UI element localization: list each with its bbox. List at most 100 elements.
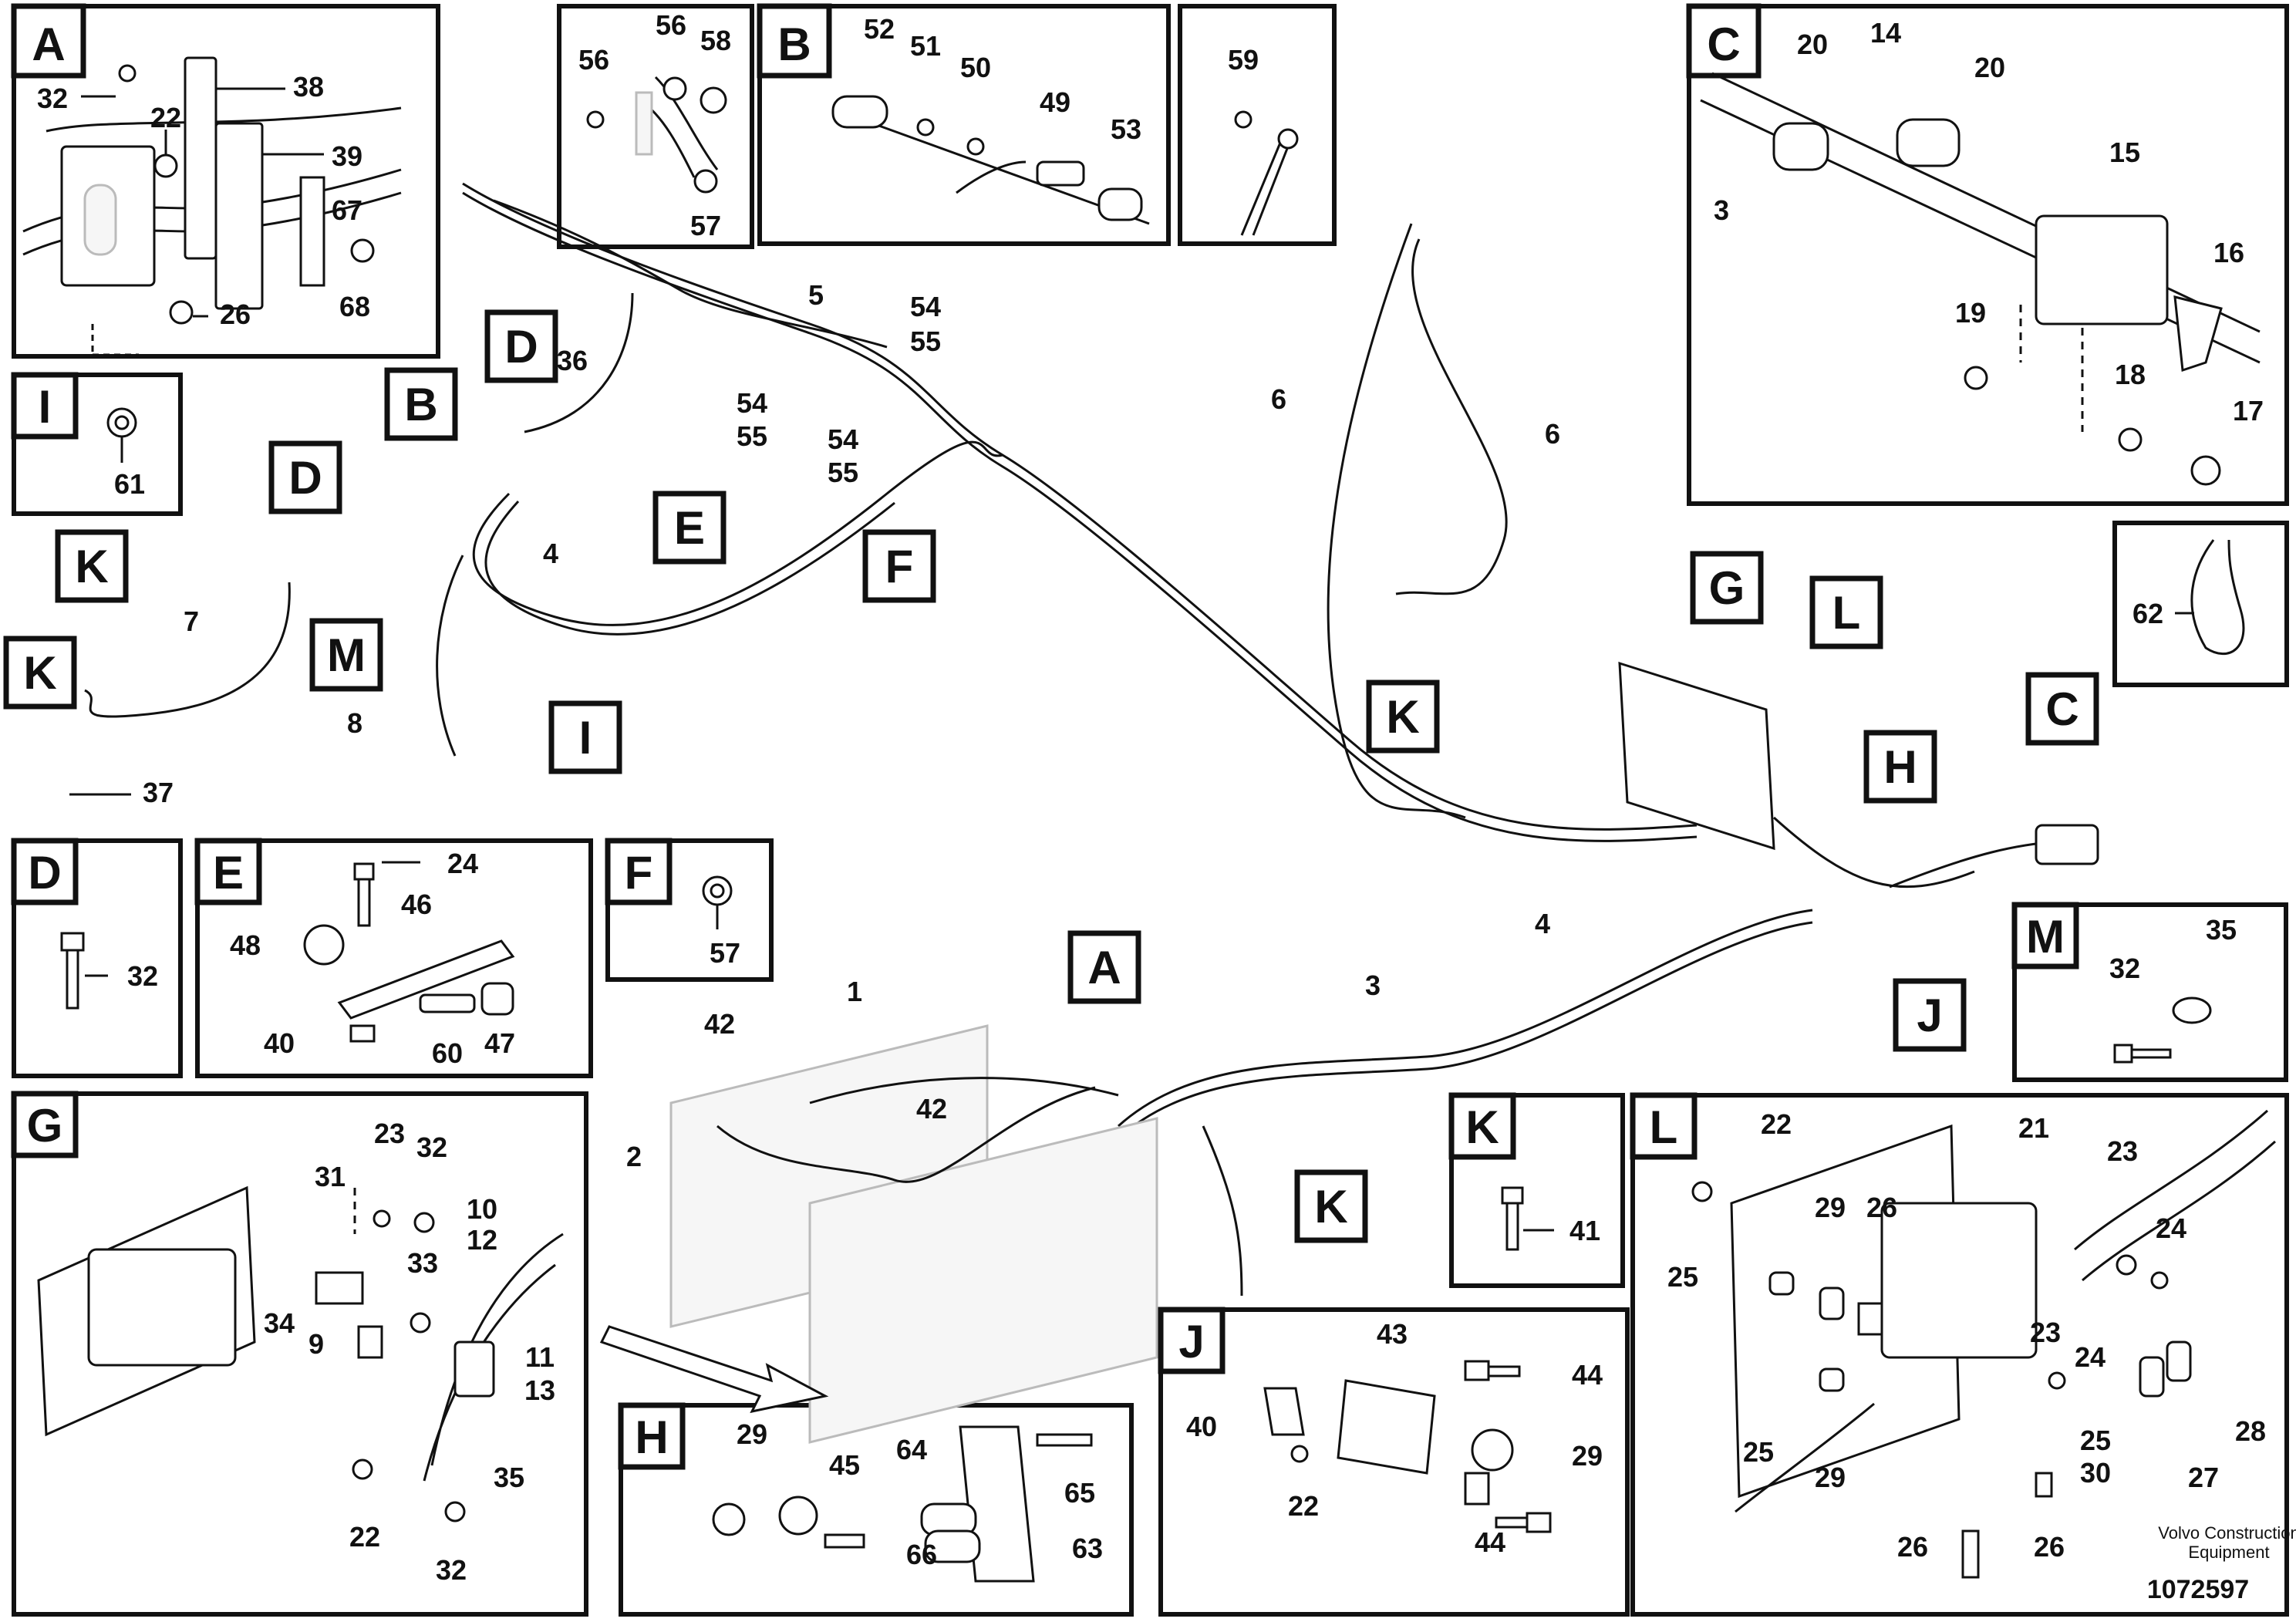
detail-panel-b: B 52 51 50 49 53 [757, 3, 1171, 246]
callout-a: A [1087, 942, 1121, 993]
detail-panel-top3: 59 [1178, 4, 1337, 246]
part-label: 60 [432, 1037, 463, 1069]
part-label: 21 [2018, 1112, 2049, 1144]
detail-panel-g: G 23 32 31 10 12 33 34 9 11 13 35 22 32 [11, 1091, 588, 1617]
part-label: 20 [1797, 29, 1828, 60]
detail-l-letter: L [1650, 1101, 1678, 1153]
part-label: 44 [1475, 1526, 1505, 1558]
part-label: 56 [656, 9, 686, 41]
part-label: 32 [127, 960, 158, 992]
part-label: 54 [828, 423, 858, 455]
detail-a-letter: A [32, 19, 65, 70]
detail-panel-f: F 57 [605, 838, 774, 982]
part-label: 13 [524, 1374, 555, 1406]
part-label: 24 [2156, 1212, 2186, 1244]
part-label: 62 [2132, 598, 2163, 629]
detail-d-letter: D [28, 847, 61, 899]
part-label: 41 [1569, 1215, 1600, 1246]
part-label: 49 [1040, 86, 1070, 118]
part-label: 55 [828, 457, 858, 488]
part-label: 42 [704, 1008, 735, 1040]
part-label: 34 [264, 1307, 295, 1339]
part-label: 57 [710, 937, 740, 969]
detail-panel-62: 62 [2112, 521, 2289, 687]
detail-k-letter: K [1465, 1101, 1499, 1153]
detail-panel-a: A 32 22 38 39 67 68 26 [11, 3, 440, 359]
detail-panel-k: K 41 [1448, 1092, 1625, 1288]
part-label: 51 [910, 30, 941, 62]
detail-j-letter: J [1178, 1316, 1204, 1367]
callout-m: M [327, 629, 366, 681]
part-label: 63 [1072, 1533, 1103, 1564]
part-label: 67 [332, 194, 362, 226]
part-label: 15 [2109, 137, 2140, 168]
part-label: 22 [1761, 1108, 1792, 1140]
part-label: 55 [910, 325, 941, 357]
part-label: 26 [220, 298, 251, 330]
part-label: 57 [690, 210, 721, 241]
callout-c: C [2045, 683, 2079, 735]
detail-e-letter: E [213, 847, 244, 899]
part-label: 7 [184, 605, 199, 637]
part-label: 46 [401, 889, 432, 920]
part-label: 32 [416, 1131, 447, 1163]
footer: Volvo Construction Equipment 1072597 [2147, 1523, 2296, 1604]
callout-tags: B D D E F K K M I K G L H C J A K [3, 309, 2099, 1243]
part-label: 6 [1271, 383, 1286, 415]
part-label: 3 [1714, 194, 1729, 226]
part-label: 25 [2080, 1425, 2111, 1456]
part-label: 11 [525, 1341, 555, 1373]
part-label: 56 [578, 44, 609, 76]
part-label: 32 [2109, 953, 2140, 984]
part-label: 45 [829, 1449, 860, 1481]
detail-panel-h: H 29 45 64 65 66 63 [618, 1402, 1134, 1617]
part-label: 2 [626, 1141, 642, 1172]
detail-panel-l: L 22 21 23 29 26 24 25 23 24 25 30 28 25… [1630, 1092, 2289, 1617]
callout-i: I [579, 712, 592, 764]
part-label: 48 [230, 929, 261, 961]
part-label: 26 [1866, 1192, 1897, 1223]
part-label: 55 [737, 420, 767, 452]
part-label: 3 [1365, 969, 1381, 1001]
part-label: 59 [1228, 44, 1259, 76]
part-label: 12 [467, 1224, 497, 1256]
part-label: 24 [2075, 1341, 2106, 1373]
part-label: 10 [467, 1193, 497, 1225]
part-label: 66 [906, 1539, 937, 1570]
part-label: 30 [2080, 1457, 2111, 1489]
detail-i-letter: I [39, 381, 52, 433]
part-label: 25 [1743, 1436, 1774, 1468]
part-label: 22 [150, 102, 181, 133]
part-label: 22 [1288, 1490, 1319, 1522]
part-label: 42 [916, 1093, 947, 1125]
part-label: 1 [847, 976, 862, 1007]
callout-d: D [288, 452, 322, 504]
part-label: 4 [543, 538, 558, 569]
part-label: 65 [1064, 1477, 1095, 1509]
detail-panel-e: E 24 46 48 40 60 47 [194, 838, 593, 1078]
callout-g: G [1709, 562, 1745, 614]
part-label: 6 [1545, 418, 1560, 450]
part-label: 64 [896, 1434, 927, 1465]
part-label: 27 [2188, 1462, 2219, 1493]
callout-k: K [1386, 691, 1419, 743]
part-label: 32 [436, 1554, 467, 1586]
callout-f: F [885, 541, 914, 592]
part-label: 29 [1572, 1440, 1603, 1472]
part-label: 29 [1815, 1462, 1846, 1493]
part-label: 35 [494, 1462, 524, 1493]
part-label: 28 [2235, 1415, 2266, 1447]
part-label: 38 [293, 71, 324, 103]
part-label: 22 [349, 1521, 380, 1553]
part-label: 53 [1111, 113, 1141, 145]
callout-d: D [504, 321, 538, 373]
detail-b-letter: B [777, 19, 811, 70]
part-label: 26 [1897, 1531, 1928, 1563]
callout-j: J [1917, 990, 1942, 1041]
part-label: 52 [864, 13, 895, 45]
part-label: 5 [808, 279, 824, 311]
detail-g-letter: G [27, 1100, 63, 1152]
part-label: 20 [1974, 52, 2005, 83]
part-label: 16 [2213, 237, 2244, 268]
